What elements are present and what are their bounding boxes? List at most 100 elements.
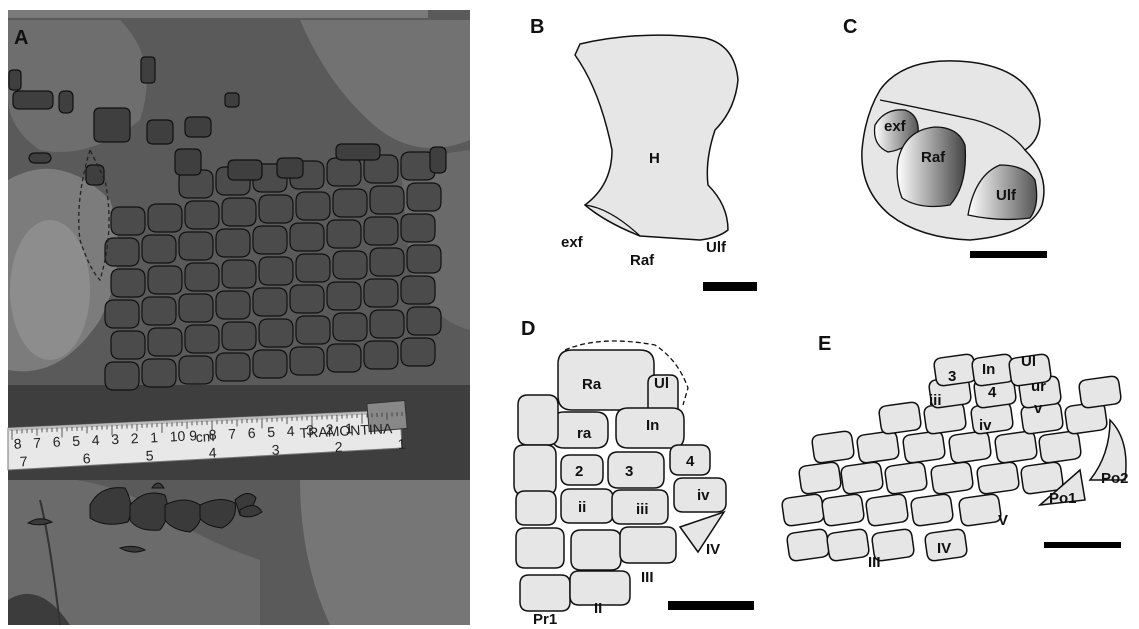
scale-a: [148, 266, 182, 294]
panel-d: D Ra Ul ra In 2 3 4 ii iii iv IV III II …: [514, 318, 754, 628]
scale-a: [105, 300, 139, 328]
scale-d: [516, 491, 556, 525]
scale-a: [407, 183, 441, 211]
scale-e: [930, 461, 974, 494]
scale-d: [571, 530, 621, 570]
scale-a: [185, 117, 211, 137]
scale-a: [175, 149, 201, 175]
label-raf: Raf: [630, 252, 655, 269]
scale-e: [910, 493, 954, 526]
scale-a: [111, 331, 145, 359]
scale-e: [865, 493, 909, 526]
scale-d: [520, 575, 570, 611]
scale-a: [13, 91, 53, 109]
tape-digit: 4: [91, 432, 100, 448]
panel-b: B H exf Raf Ulf: [530, 16, 757, 291]
label-e-3: 3: [948, 368, 956, 385]
scale-a: [333, 251, 367, 279]
tape-unit-cm: cm: [195, 428, 214, 445]
tape-digit: 6: [247, 425, 256, 441]
scale-e: [781, 493, 825, 526]
label-ul: Ul: [654, 375, 669, 392]
scale-e: [798, 461, 842, 494]
scale-e: [958, 493, 1002, 526]
panel-b-label: B: [530, 16, 544, 38]
label-IV: IV: [706, 541, 720, 558]
label-iii: iii: [636, 501, 649, 518]
tape-digit: 2: [130, 430, 139, 446]
scale-a: [333, 189, 367, 217]
label-pr1: Pr1: [533, 611, 557, 628]
scale-a: [216, 229, 250, 257]
label-po1: Po1: [1049, 490, 1077, 507]
label-e-4: 4: [988, 384, 997, 401]
panel-d-scales: [514, 350, 726, 611]
label-e-v: v: [1034, 400, 1043, 417]
tape-digit: 6: [52, 434, 61, 450]
scale-a: [364, 341, 398, 369]
tape-digit: 3: [111, 431, 120, 447]
label-e-IV: IV: [937, 540, 951, 557]
scale-a: [290, 223, 324, 251]
label-ra: Ra: [582, 376, 602, 393]
scale-a: [105, 238, 139, 266]
scale-a: [277, 158, 303, 178]
scale-a: [364, 217, 398, 245]
scale-a: [105, 362, 139, 390]
scale-a: [111, 207, 145, 235]
scale-a: [327, 344, 361, 372]
scale-e: [976, 461, 1020, 494]
scale-a: [290, 347, 324, 375]
scale-d: [518, 395, 558, 445]
scale-a: [179, 356, 213, 384]
label-e-ul: Ul: [1021, 353, 1036, 370]
scale-d: [516, 528, 564, 568]
tape-digit-lower: 5: [145, 447, 154, 463]
tape-digit: 8: [13, 435, 22, 451]
label-ulf-c: Ulf: [996, 187, 1017, 204]
label-e-iv: iv: [979, 417, 992, 434]
scale-e: [884, 461, 928, 494]
panel-c: C exf Raf Ulf: [843, 16, 1047, 258]
scale-a: [185, 201, 219, 229]
scale-a: [148, 204, 182, 232]
panel-d-label: D: [521, 318, 535, 340]
scale-e: [856, 430, 900, 463]
scale-a: [253, 288, 287, 316]
scale-a: [142, 297, 176, 325]
tape-digit-lower: 4: [208, 444, 217, 460]
scale-a: [296, 254, 330, 282]
scale-a: [296, 316, 330, 344]
label-2: 2: [575, 463, 583, 480]
scale-a: [336, 144, 380, 160]
scale-a: [9, 70, 21, 90]
label-ii: ii: [578, 499, 586, 516]
scale-a: [228, 160, 262, 180]
label-e-III: III: [868, 554, 881, 571]
scale-a: [142, 359, 176, 387]
label-h: H: [649, 150, 660, 167]
scale-a: [147, 120, 173, 144]
label-4: 4: [686, 453, 695, 470]
tape-digit-lower: 2: [334, 439, 343, 455]
scale-d: [608, 452, 664, 488]
label-exf: exf: [561, 234, 584, 251]
scale-d: [558, 350, 654, 410]
scale-a: [222, 260, 256, 288]
label-e-ur: ur: [1031, 378, 1046, 395]
scale-a: [216, 353, 250, 381]
scale-d: [620, 527, 676, 563]
scale-a: [185, 263, 219, 291]
scale-a: [407, 245, 441, 273]
scale-e: [902, 430, 946, 463]
label-e-in: In: [982, 361, 995, 378]
scale-e: [994, 430, 1038, 463]
tape-digit: 5: [267, 424, 276, 440]
scale-d: [514, 445, 556, 495]
label-e-V: V: [998, 512, 1008, 529]
scale-a: [86, 165, 104, 185]
tape-digit: 10: [169, 428, 186, 445]
label-ulf: Ulf: [706, 239, 727, 256]
scale-a: [370, 248, 404, 276]
